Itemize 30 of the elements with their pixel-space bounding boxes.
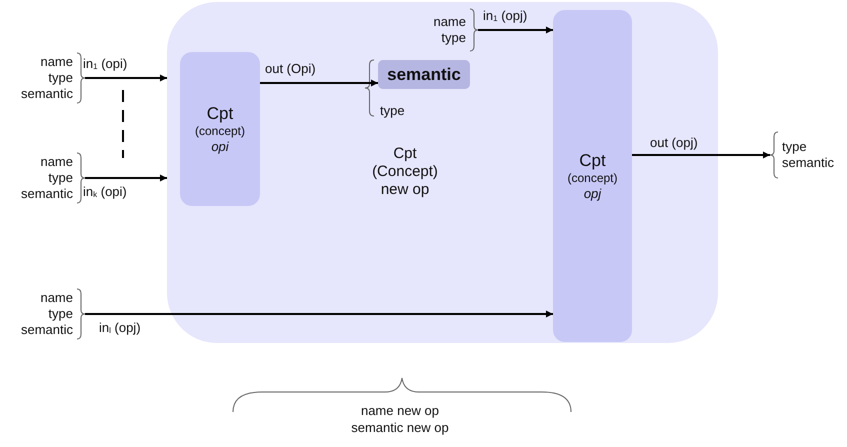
concept-name: Cpt <box>206 104 234 124</box>
edge-label: out (opj) <box>650 135 698 150</box>
concept-title: Cpt (Concept) new op <box>371 145 439 199</box>
arrow <box>85 174 167 182</box>
operator-name: opi <box>210 139 230 154</box>
edge-label: in$_{l}$ (opj) <box>99 320 141 335</box>
attribute-list: name type semantic <box>20 54 73 102</box>
arrow <box>632 152 770 158</box>
attribute-list: name type <box>433 14 466 46</box>
attribute-list: name type semantic <box>20 154 73 202</box>
edge-label: in$_{1}$ (opj) <box>483 8 528 23</box>
operator-name: opj <box>582 186 602 201</box>
bracket-caption: name new op semantic new op <box>350 402 450 436</box>
arrow <box>85 310 553 318</box>
edge-label: in$_{1}$ (opi) <box>83 56 128 71</box>
concept-type: (concept) <box>566 171 619 186</box>
arrow <box>260 80 378 86</box>
attribute-list: type semantic <box>782 139 834 171</box>
edge-label: in$_{k}$ (opi) <box>83 184 127 199</box>
concept-box <box>553 10 632 342</box>
concept-frame <box>167 2 718 343</box>
concept-name: Cpt <box>578 151 607 171</box>
arrow <box>478 26 553 34</box>
edge-label: out (Opi) <box>265 61 316 76</box>
concept-box <box>180 52 260 206</box>
attribute-list: name type semantic <box>20 290 73 338</box>
arrow <box>85 74 167 82</box>
semantic-box: semantic <box>378 60 470 89</box>
attribute-label: type <box>380 102 405 119</box>
concept-type: (concept) <box>194 124 246 139</box>
